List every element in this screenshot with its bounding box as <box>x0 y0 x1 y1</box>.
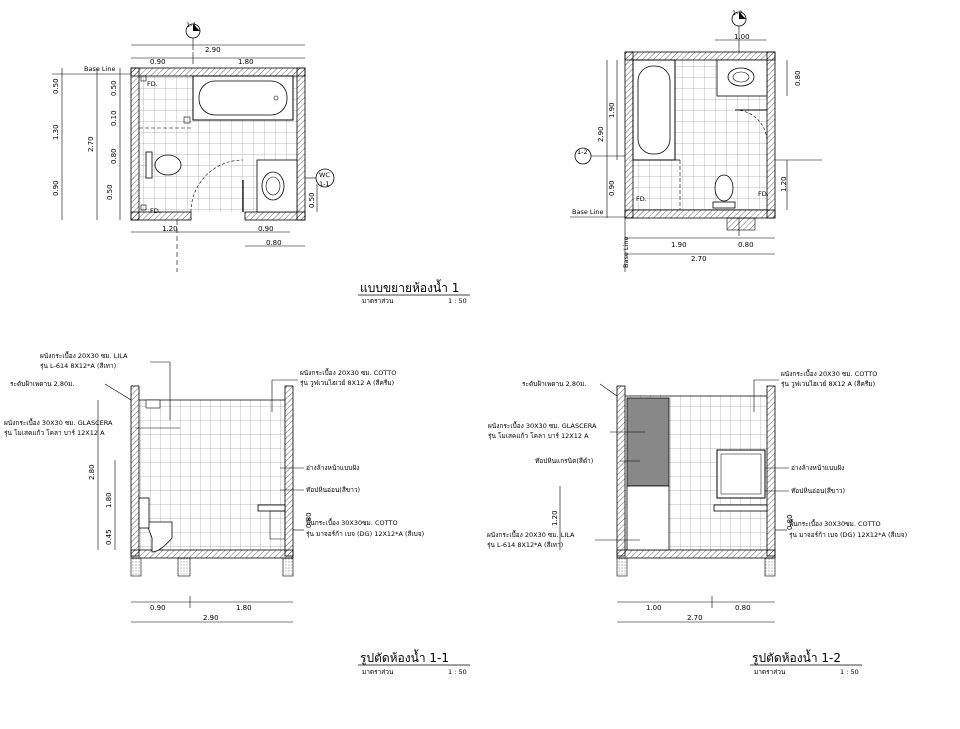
s2-note-wall-lila-2: รุ่น L-614 8X12*A (สีเทา) <box>487 541 563 549</box>
section1-notes: ผนังกระเบื้อง 20X30 ซม. LILA รุ่น L-614 … <box>4 351 424 538</box>
plan1-dim-left-1: 0.50 <box>52 78 60 94</box>
plan2-labels: FD. FD. Base Line 1-2 1-2 <box>570 9 822 236</box>
s1-note-floor-2: รุ่น มาจอร์ก้า เบจ (DG) 12X12*A (สีเบจ) <box>306 530 424 538</box>
plan1-dim-bottom-3: 0.80 <box>266 239 282 247</box>
plan-room-1 <box>130 67 306 221</box>
plan1-section-mark-top: 1-1 <box>186 21 197 29</box>
plan2-dim-right-1: 0.80 <box>794 70 802 86</box>
plan2-section-mark-left: 1-2 <box>577 148 588 156</box>
plan2-fd-label-left: FD. <box>636 195 647 203</box>
s1-dim-bottom-3: 2.90 <box>203 614 219 622</box>
s2-dim-bottom-3: 2.70 <box>687 614 703 622</box>
s2-dim-bottom-2: 0.80 <box>735 604 751 612</box>
s1-note-wall-lila-1: ผนังกระเบื้อง 20X30 ซม. LILA <box>40 351 128 360</box>
section2-title-block: รูปตัดห้องน้ำ 1-2 มาตราส่วน 1 : 50 <box>750 649 862 676</box>
plan1-dim-right: 0.50 <box>308 192 316 208</box>
section2-scale: 1 : 50 <box>840 668 859 676</box>
section2-notes: ระดับฝ้าเพดาน 2.80ม. ผนังกระเบื้อง 30X30… <box>487 369 907 549</box>
plan1-dim-bottom-1: 1.20 <box>162 225 178 233</box>
plan1-wc-label: WC <box>319 171 330 179</box>
plan2-dim-bottom-2: 0.80 <box>738 241 754 249</box>
plan1-dim-left-4: 2.70 <box>87 136 95 152</box>
s2-dim-small: 0.80 <box>786 514 794 530</box>
s2-note-wall-cotto-1: ผนังกระเบื้อง 20X30 ซม. COTTO <box>781 369 877 378</box>
s1-dim-bottom-2: 1.80 <box>236 604 252 612</box>
s2-dim-left-1: 1.20 <box>551 510 559 526</box>
plan2-dimensions: 1.00 1.90 2.90 0.90 0.80 1.20 1.90 0.80 … <box>597 33 802 272</box>
plan2-dim-left-3: 0.90 <box>608 180 616 196</box>
section2-scale-label: มาตราส่วน <box>754 668 786 676</box>
s1-note-wall-glascera-2: รุ่น โมเสคแก้ว โคลา บาร์ 12X12 A <box>4 429 105 437</box>
plan2-fd-label-right: FD. <box>758 190 769 198</box>
plan1-base-line: Base Line <box>84 65 115 73</box>
s1-note-wall-glascera-1: ผนังกระเบื้อง 30X30 ซม. GLASCERA <box>4 418 113 427</box>
s2-note-ceiling: ระดับฝ้าเพดาน 2.80ม. <box>522 380 587 388</box>
plan-title-block: แบบขยายห้องน้ำ 1 มาตราส่วน 1 : 50 <box>358 279 470 305</box>
plan2-section-mark-top: 1-2 <box>732 9 743 17</box>
plan2-dim-top: 1.00 <box>734 33 750 41</box>
plan1-fd-label-top: FD. <box>147 80 158 88</box>
plan1-dim-left-8: 0.50 <box>106 184 114 200</box>
s2-note-wall-cotto-2: รุ่น วูฟเวนไฮเวย์ 8X12 A (สีครีม) <box>781 380 875 388</box>
plan2-dim-bottom-3: 2.70 <box>691 255 707 263</box>
s1-dim-left-2: 1.80 <box>105 492 113 508</box>
s1-dim-left-3: 0.45 <box>105 529 113 545</box>
plan2-dim-left-1: 1.90 <box>608 102 616 118</box>
s1-note-wall-cotto-2: รุ่น วูฟเวนไฮเวย์ 8X12 A (สีครีม) <box>300 379 394 387</box>
s1-dim-bottom-1: 0.90 <box>150 604 166 612</box>
s2-note-granite: ท๊อปหินแกรนิต(สีดำ) <box>535 457 593 465</box>
section2-dimensions: 1.20 1.00 0.80 2.70 <box>551 486 775 623</box>
plan1-dim-left-5: 0.50 <box>110 80 118 96</box>
section1-title: รูปตัดห้องน้ำ 1-1 <box>360 649 449 666</box>
s2-note-wall-lila-1: ผนังกระเบื้อง 20X30 ซม. LILA <box>487 530 575 539</box>
s2-note-floor-2: รุ่น มาจอร์ก้า เบจ (DG) 12X12*A (สีเบจ) <box>789 531 907 539</box>
plan1-dim-top-1: 0.90 <box>150 58 166 66</box>
plan2-base-line: Base Line <box>572 208 603 216</box>
s1-note-floor-1: พื้นกระเบื้อง 30X30ซม. COTTO <box>306 518 398 527</box>
section1-scale-label: มาตราส่วน <box>362 668 394 676</box>
plan2-dim-bottom-1: 1.90 <box>671 241 687 249</box>
plan-title: แบบขยายห้องน้ำ 1 <box>360 279 459 295</box>
plan-scale-label: มาตราส่วน <box>362 297 394 305</box>
section-1-2 <box>616 385 776 577</box>
s1-note-wall-lila-2: รุ่น L-614 8X12*A (สีเทา) <box>40 362 116 370</box>
section2-title: รูปตัดห้องน้ำ 1-2 <box>752 649 841 666</box>
s1-note-ceiling: ระดับฝ้าเพดาน 2.80ม. <box>10 380 75 388</box>
s2-note-wall-glascera-2: รุ่น โมเสคแก้ว โคลา บาร์ 12X12 A <box>488 432 589 440</box>
plan1-dim-bottom-2: 0.90 <box>258 225 274 233</box>
plan2-dim-right-2: 1.20 <box>780 176 788 192</box>
plan1-dim-top-total: 2.90 <box>205 46 221 54</box>
plan1-dim-left-3: 0.90 <box>52 180 60 196</box>
plan1-dim-left-6: 0.10 <box>110 110 118 126</box>
s2-dim-bottom-1: 1.00 <box>646 604 662 612</box>
plan1-wc-section: 1-1 <box>319 180 330 188</box>
section1-title-block: รูปตัดห้องน้ำ 1-1 มาตราส่วน 1 : 50 <box>358 649 470 676</box>
s1-note-wall-cotto-1: ผนังกระเบื้อง 20X30 ซม. COTTO <box>300 368 396 377</box>
plan-scale: 1 : 50 <box>448 297 467 305</box>
s2-note-wall-glascera-1: ผนังกระเบื้อง 30X30 ซม. GLASCERA <box>488 421 597 430</box>
s2-note-floor-1: พื้นกระเบื้อง 30X30ซม. COTTO <box>789 519 881 528</box>
s1-dim-small: 0.80 <box>305 512 313 528</box>
s1-note-basin: อ่างล้างหน้าแบบฝัง <box>306 464 359 472</box>
plan1-fd-label-bottom: FD. <box>150 207 161 215</box>
s2-note-basin: อ่างล้างหน้าแบบฝัง <box>791 464 844 472</box>
plan1-dim-top-2: 1.80 <box>238 58 254 66</box>
plan1-labels: FD. FD. Base Line 1-1 WC 1-1 <box>52 21 335 215</box>
s2-note-counter: ท๊อปหินอ่อน(สีขาว) <box>791 487 845 495</box>
section1-scale: 1 : 50 <box>448 668 467 676</box>
plan2-base-line-vertical: Base Line <box>622 237 630 268</box>
plan1-dimensions: 2.90 0.90 1.80 0.50 1.30 0.90 2.70 0.50 … <box>52 44 318 272</box>
s1-note-counter: ท๊อปหินอ่อน(สีขาว) <box>306 486 360 494</box>
plan1-dim-left-7: 0.80 <box>110 148 118 164</box>
plan2-dim-left-2: 2.90 <box>597 126 605 142</box>
plan1-dim-left-2: 1.30 <box>52 124 60 140</box>
section1-dimensions: 2.80 1.80 0.45 0.90 1.80 2.90 <box>88 400 293 623</box>
section-1-1 <box>130 385 294 577</box>
plan-room-2 <box>624 51 776 219</box>
s1-dim-left-1: 2.80 <box>88 464 96 480</box>
